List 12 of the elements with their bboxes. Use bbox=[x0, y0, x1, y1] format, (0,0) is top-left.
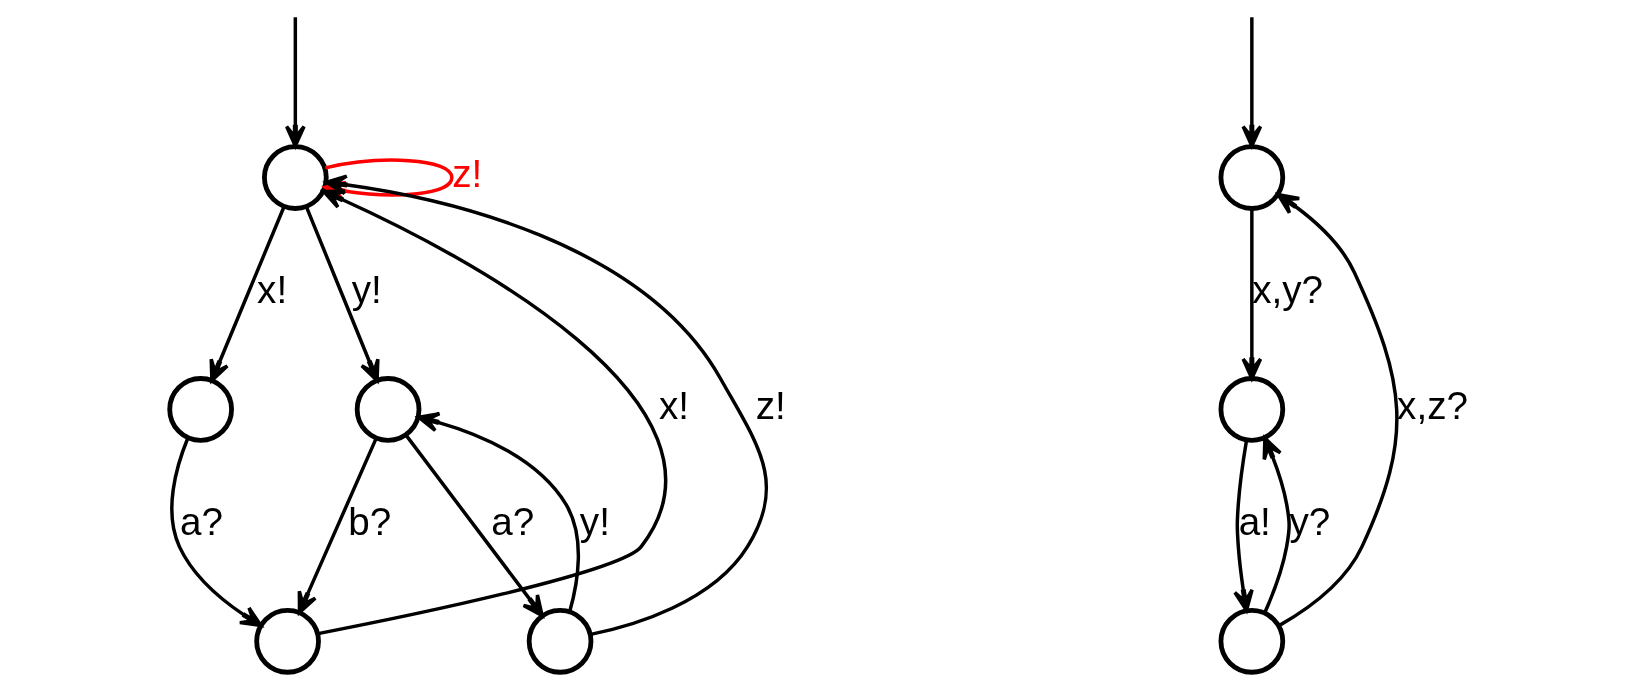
edge-label: z! bbox=[451, 152, 482, 196]
edge-label: y? bbox=[1288, 500, 1330, 544]
edge-label: z! bbox=[755, 384, 786, 428]
edge-label: x,z? bbox=[1396, 384, 1468, 428]
edge-label: x! bbox=[658, 384, 689, 428]
edge-label: x! bbox=[256, 268, 287, 312]
edge-label: a? bbox=[490, 500, 534, 544]
edge-label: b? bbox=[347, 500, 391, 544]
edge-label: y! bbox=[351, 268, 382, 312]
edge-label: y! bbox=[579, 500, 610, 544]
edge-label: a! bbox=[1238, 500, 1271, 544]
edge-label: a? bbox=[179, 500, 223, 544]
